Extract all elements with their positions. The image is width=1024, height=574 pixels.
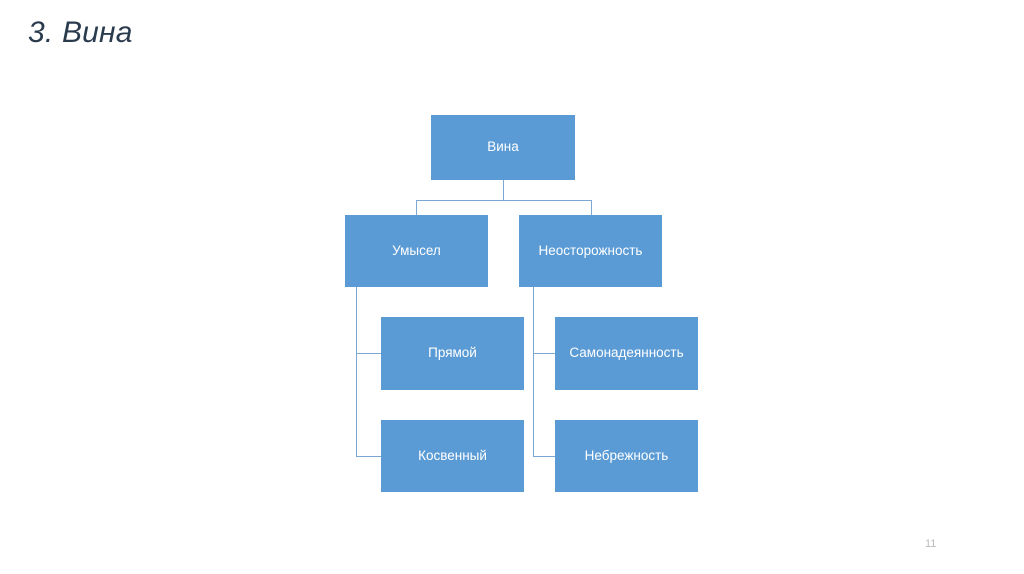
connector-umysel-spine (356, 287, 357, 456)
node-vina[interactable]: Вина (431, 115, 575, 180)
connector-root-to-neostorozhnost (591, 200, 592, 215)
node-samonadeyannost[interactable]: Самонадеянность (555, 317, 698, 390)
connector-neostorozhnost-spine (533, 287, 534, 456)
node-label: Прямой (428, 345, 477, 361)
node-kosvennyy[interactable]: Косвенный (381, 420, 524, 492)
node-label: Косвенный (418, 447, 487, 463)
page-number: 11 (925, 538, 937, 550)
page-title: 3. Вина (28, 16, 133, 49)
node-label: Небрежность (584, 447, 669, 463)
node-neostorozhnost[interactable]: Неосторожность (519, 215, 662, 287)
node-label: Умысел (392, 242, 441, 258)
connector-root-stem (503, 180, 504, 200)
node-label: Самонадеянность (569, 345, 684, 361)
connector-umysel-to-pryamoy (356, 353, 381, 354)
connector-root-bar (416, 200, 592, 201)
node-umysel[interactable]: Умысел (345, 215, 488, 287)
connector-umysel-to-kosvennyy (356, 456, 381, 457)
node-label: Неосторожность (538, 242, 643, 258)
connector-neostorozhnost-to-nebrezhnost (533, 456, 555, 457)
connector-neostorozhnost-to-samonadeyannost (533, 353, 555, 354)
node-label: Вина (487, 139, 519, 155)
connector-root-to-umysel (416, 200, 417, 215)
node-nebrezhnost[interactable]: Небрежность (555, 420, 698, 492)
node-pryamoy[interactable]: Прямой (381, 317, 524, 390)
